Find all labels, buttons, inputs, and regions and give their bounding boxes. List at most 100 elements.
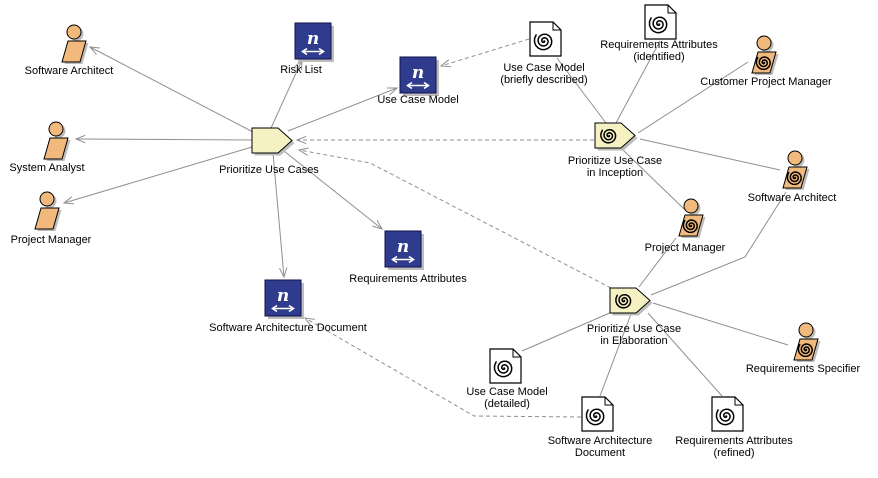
node-doc-requirements-attributes-refined[interactable] (711, 396, 744, 432)
node-doc-use-case-model-detailed[interactable] (489, 348, 522, 384)
label-activity-prioritize-use-case-in-inception: in Inception (587, 167, 643, 179)
label-doc-requirements-attributes-refined: Requirements Attributes (675, 435, 793, 447)
person-head-icon (787, 150, 803, 166)
node-actor-project-manager-left[interactable] (34, 191, 62, 231)
arrowhead-icon (372, 220, 384, 230)
spiral-icon (615, 293, 632, 309)
edge-inception-to-software-architect-right (639, 138, 781, 171)
arrowhead-icon (88, 46, 100, 55)
artifact-box-icon (384, 230, 422, 268)
edge-puc-to-project-manager-left (62, 146, 253, 205)
person-head-icon (798, 322, 814, 338)
edge-puc-to-software-architecture-document (272, 152, 288, 279)
spiral-icon (755, 56, 771, 71)
arrowhead-icon (279, 267, 288, 279)
edge-elaboration-to-software-architect-right (650, 191, 787, 296)
artifact-n-glyph: n (412, 63, 424, 83)
label-actor-requirements-specifier: Requirements Specifier (746, 363, 861, 375)
label-doc-software-architecture-document: Document (575, 447, 625, 459)
person-head-icon (66, 24, 82, 40)
label-actor-software-architect-right: Software Architect (748, 192, 837, 204)
document-fold-icon (512, 349, 521, 358)
label-artifact-use-case-model: Use Case Model (377, 94, 458, 106)
label-doc-use-case-model-briefly-described: Use Case Model (503, 62, 584, 74)
node-activity-prioritize-use-cases[interactable] (251, 127, 295, 156)
artifact-n-glyph: n (307, 29, 319, 49)
edge-sad-doc-to-sad-box-dashed (303, 317, 582, 418)
person-body-icon (34, 207, 60, 230)
label-doc-use-case-model-detailed: (detailed) (484, 398, 530, 410)
label-artifact-risk-list: Risk List (280, 64, 322, 76)
node-doc-requirements-attributes-identified[interactable] (644, 4, 677, 40)
edge-inception-to-ucm-brief (556, 57, 607, 124)
double-arrow-icon (271, 304, 295, 313)
edge-elaboration-to-project-manager-right (638, 237, 677, 288)
artifact-box-icon (399, 56, 437, 94)
label-artifact-software-architecture-document: Software Architecture Document (209, 322, 367, 334)
node-artifact-requirements-attributes[interactable]: n (384, 230, 424, 270)
label-activity-prioritize-use-case-in-elaboration: Prioritize Use Case (587, 323, 681, 335)
node-doc-use-case-model-briefly-described[interactable] (529, 21, 562, 57)
label-actor-software-architect-left: Software Architect (25, 65, 114, 77)
node-artifact-software-architecture-document[interactable]: n (264, 279, 304, 319)
node-actor-software-architect-right[interactable] (782, 150, 810, 190)
edge-elaboration-to-ucm-detailed (521, 311, 613, 352)
label-artifact-requirements-attributes: Requirements Attributes (349, 273, 467, 285)
artifact-n-glyph: n (277, 286, 289, 306)
document-fold-icon (667, 5, 676, 14)
edge-inception-to-project-manager-right (621, 148, 685, 210)
arrowhead-icon (295, 135, 307, 145)
label-doc-requirements-attributes-identified: (identified) (633, 51, 684, 63)
person-head-icon (683, 198, 699, 214)
node-activity-prioritize-use-case-in-elaboration[interactable] (609, 287, 653, 316)
arrowhead-icon (387, 87, 399, 96)
node-actor-project-manager-right[interactable] (678, 198, 706, 238)
edge-elaboration-to-puc-dashed (297, 147, 612, 289)
edge-puc-to-use-case-model (287, 87, 399, 132)
node-actor-requirements-specifier[interactable] (793, 322, 821, 362)
node-activity-prioritize-use-case-in-inception[interactable] (594, 122, 638, 151)
person-head-icon (756, 35, 772, 51)
spiral-icon (585, 408, 605, 426)
arrowhead-icon (439, 59, 452, 68)
node-actor-customer-project-manager[interactable] (751, 35, 779, 75)
node-doc-software-architecture-document[interactable] (581, 396, 614, 432)
label-activity-prioritize-use-case-in-inception: Prioritize Use Case (568, 155, 662, 167)
label-doc-requirements-attributes-identified: Requirements Attributes (600, 39, 718, 51)
person-body-icon (43, 137, 69, 160)
node-actor-software-architect-left[interactable] (61, 24, 89, 64)
edge-puc-to-software-architect-left (88, 46, 254, 133)
artifact-n-glyph: n (397, 237, 409, 257)
spiral-icon (715, 408, 735, 426)
edge-inception-to-puc-dashed (295, 135, 594, 145)
label-actor-customer-project-manager: Customer Project Manager (700, 76, 832, 88)
document-fold-icon (552, 22, 561, 31)
person-head-icon (48, 121, 64, 137)
arrowhead-icon (303, 317, 315, 327)
edge-elaboration-to-sad-doc (599, 313, 632, 397)
arrowhead-icon (62, 196, 75, 205)
person-body-icon (61, 40, 87, 63)
person-head-icon (39, 191, 55, 207)
document-fold-icon (604, 397, 613, 406)
spiral-icon (600, 128, 617, 144)
label-doc-requirements-attributes-refined: (refined) (714, 447, 755, 459)
node-actor-system-analyst[interactable] (43, 121, 71, 161)
edge-ucm-brief-to-use-case-model-dashed (439, 38, 530, 68)
edge-inception-to-req-attr-identified (615, 40, 661, 124)
node-artifact-use-case-model[interactable]: n (399, 56, 439, 96)
edge-elaboration-to-requirements-specifier (652, 302, 789, 346)
label-doc-software-architecture-document: Software Architecture (548, 435, 653, 447)
spiral-icon (533, 33, 553, 51)
spiral-icon (682, 219, 698, 234)
spiral-icon (493, 360, 513, 378)
edge-puc-to-requirements-attributes (283, 150, 384, 230)
label-activity-prioritize-use-cases: Prioritize Use Cases (219, 164, 319, 176)
label-doc-use-case-model-briefly-described: (briefly described) (500, 74, 587, 86)
label-doc-use-case-model-detailed: Use Case Model (466, 386, 547, 398)
node-artifact-risk-list[interactable]: n (294, 22, 334, 62)
activity-pentagon-icon (251, 127, 293, 154)
label-actor-system-analyst: System Analyst (9, 162, 84, 174)
edge-elaboration-to-req-attr-refined (647, 312, 723, 397)
